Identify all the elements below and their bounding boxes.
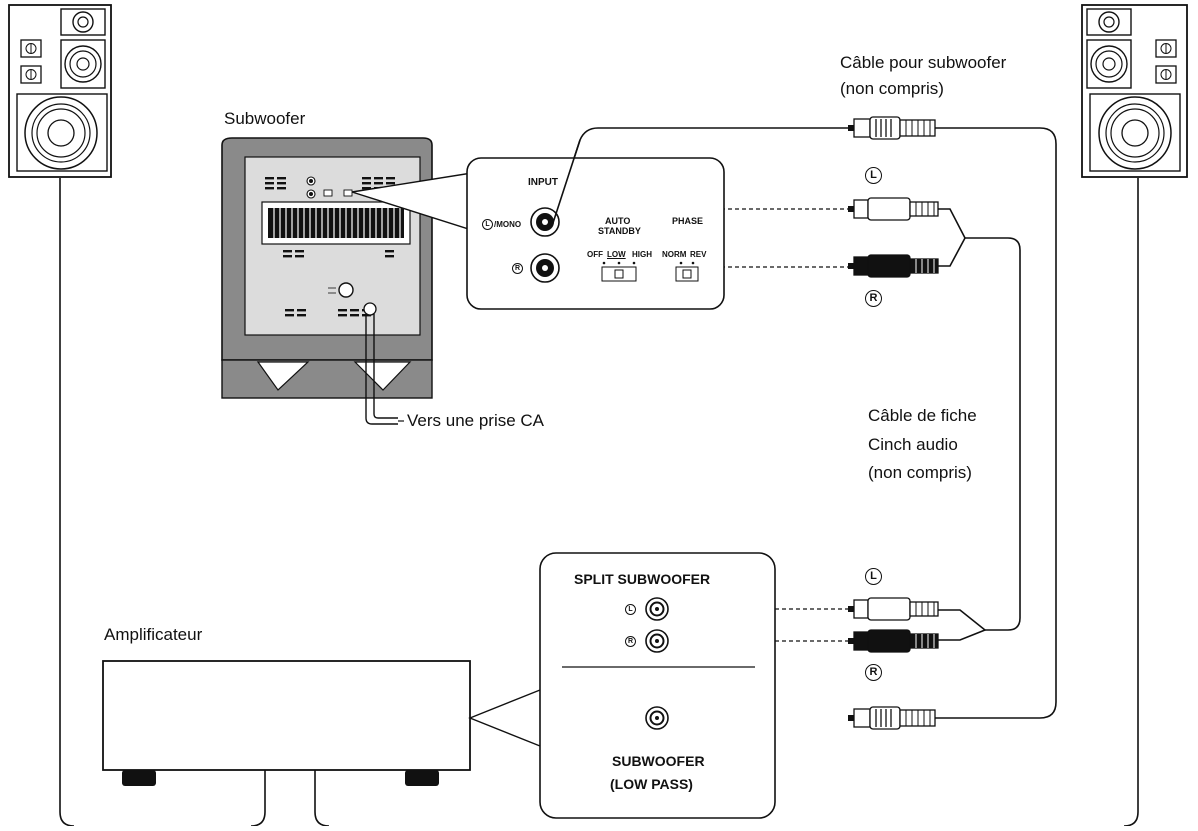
auto-standby-label-line1: AUTO bbox=[605, 216, 631, 226]
right-speaker bbox=[1081, 4, 1188, 178]
amplifier-output-panel bbox=[539, 552, 776, 819]
subwoofer-label: Subwoofer bbox=[224, 109, 306, 128]
subwoofer-input-panel bbox=[466, 157, 725, 310]
amp-l-circle-label: L bbox=[625, 604, 636, 615]
plug-mark-bottom-right: R bbox=[865, 664, 882, 681]
subwoofer-output-label-line2: (LOW PASS) bbox=[610, 776, 693, 792]
split-subwoofer-label: SPLIT SUBWOOFER bbox=[574, 571, 711, 587]
l-mono-circle-label: L bbox=[482, 219, 493, 230]
amplifier-callout-pointer bbox=[468, 686, 546, 750]
rca-cable-label-line1: Câble de fiche bbox=[868, 406, 977, 425]
auto-standby-label-line2: STANDBY bbox=[598, 226, 641, 236]
subwoofer-cable-plug-bottom bbox=[848, 706, 936, 730]
rca-audio-cable bbox=[938, 208, 1021, 641]
rca-cable-label-line2: Cinch audio bbox=[868, 435, 958, 454]
left-speaker bbox=[8, 4, 112, 178]
standby-high-label: HIGH bbox=[632, 250, 652, 259]
left-speaker-cable-inner bbox=[250, 770, 266, 827]
rca-plug-bottom-right bbox=[848, 629, 939, 653]
subwoofer-cable-label-line2: (non compris) bbox=[840, 79, 944, 98]
subwoofer-cable bbox=[551, 127, 1057, 719]
left-speaker-cable-outer bbox=[59, 178, 75, 827]
ac-outlet-label: Vers une prise CA bbox=[407, 411, 545, 430]
subwoofer-cable-plug-top bbox=[848, 116, 936, 140]
amp-r-circle-label: R bbox=[625, 636, 636, 647]
subwoofer-unit bbox=[221, 137, 433, 425]
plug-mark-top-left: L bbox=[865, 167, 882, 184]
phase-norm-label: NORM bbox=[662, 250, 687, 259]
plug-mark-bottom-left: L bbox=[865, 568, 882, 585]
amplifier-unit bbox=[102, 660, 471, 786]
rca-plug-top-left bbox=[848, 197, 939, 221]
rca-plug-bottom-left bbox=[848, 597, 939, 621]
r-circle-label: R bbox=[512, 263, 523, 274]
phase-rev-label: REV bbox=[690, 250, 707, 259]
plug-mark-top-right: R bbox=[865, 290, 882, 307]
l-mono-suffix-label: /MONO bbox=[494, 220, 522, 229]
standby-low-label: LOW bbox=[607, 250, 626, 259]
standby-off-label: OFF bbox=[587, 250, 603, 259]
rca-plug-top-right bbox=[848, 254, 939, 278]
subwoofer-cable-label-line1: Câble pour subwoofer bbox=[840, 53, 1007, 72]
right-speaker-cable-inner bbox=[314, 770, 330, 827]
amplifier-label: Amplificateur bbox=[104, 625, 203, 644]
phase-label: PHASE bbox=[672, 216, 704, 226]
input-label: INPUT bbox=[528, 177, 558, 188]
rca-cable-label-line3: (non compris) bbox=[868, 463, 972, 482]
subwoofer-output-label-line1: SUBWOOFER bbox=[612, 753, 705, 769]
right-speaker-cable-outer bbox=[1123, 178, 1139, 827]
